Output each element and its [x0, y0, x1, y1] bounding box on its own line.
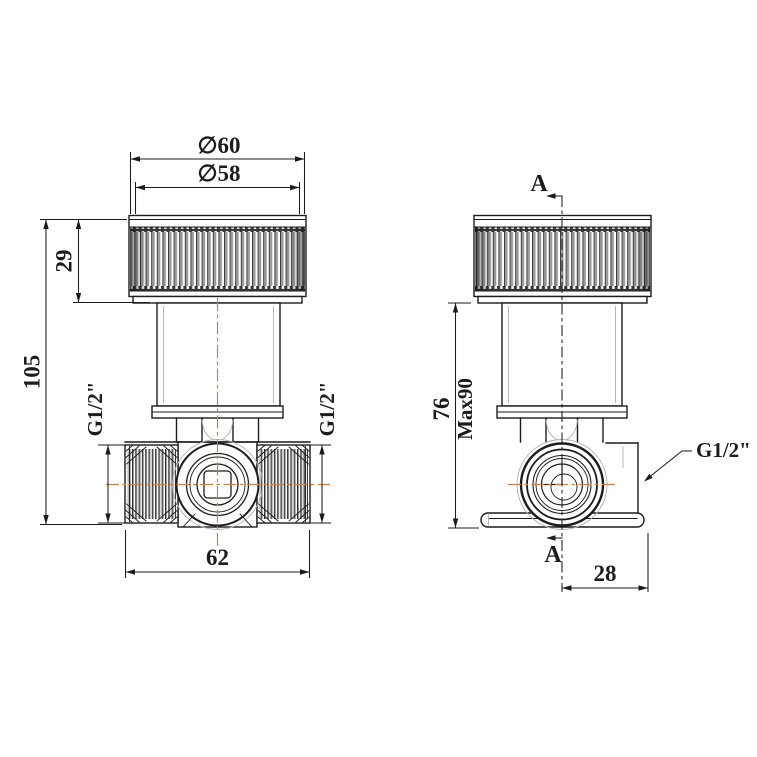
front-neck — [175, 417, 260, 443]
side-knob — [473, 214, 652, 304]
dim-body-width: 62 — [124, 530, 311, 578]
label-side-height-76: 76 — [429, 398, 454, 421]
dim-thread-front-right: G1/2" — [309, 382, 339, 524]
front-body-bottom-tabs — [182, 513, 253, 528]
label-side-offset-28: 28 — [594, 561, 617, 586]
label-section-a-bottom: A — [544, 542, 562, 568]
dim-total-height: 105 — [20, 219, 122, 526]
label-max-depth-90: Max90 — [453, 378, 477, 440]
dim-thread-front-left: G1/2" — [83, 382, 126, 524]
label-thread-side: G1/2" — [696, 438, 751, 462]
front-centerlines — [106, 298, 330, 549]
dim-diameter-outer: ∅60 — [129, 133, 306, 214]
section-mark-bottom: A — [544, 535, 563, 568]
front-stem — [151, 302, 284, 419]
section-mark-top: A — [530, 171, 563, 199]
label-thread-front-left: G1/2" — [83, 382, 107, 437]
front-knob — [128, 214, 307, 304]
label-diameter-58: ∅58 — [197, 161, 240, 186]
dim-knob-height: 29 — [40, 218, 150, 304]
side-centerlines — [508, 196, 617, 592]
dim-diameter-inner: ∅58 — [134, 161, 301, 214]
front-view: ∅60 ∅58 29 105 G1/2" — [20, 133, 339, 578]
label-section-a-top: A — [530, 171, 548, 197]
dim-thread-side: G1/2" — [644, 438, 751, 482]
side-view: A A 76 Max90 G1/2" 28 — [429, 171, 751, 592]
label-total-height-105: 105 — [20, 355, 45, 390]
label-knob-height-29: 29 — [52, 250, 77, 273]
label-diameter-60: ∅60 — [197, 133, 240, 158]
dim-side-height: 76 Max90 — [429, 302, 479, 529]
label-body-width-62: 62 — [206, 545, 229, 570]
dim-side-offset: 28 — [562, 533, 649, 592]
side-neck — [519, 417, 604, 443]
label-thread-front-right: G1/2" — [315, 382, 339, 437]
